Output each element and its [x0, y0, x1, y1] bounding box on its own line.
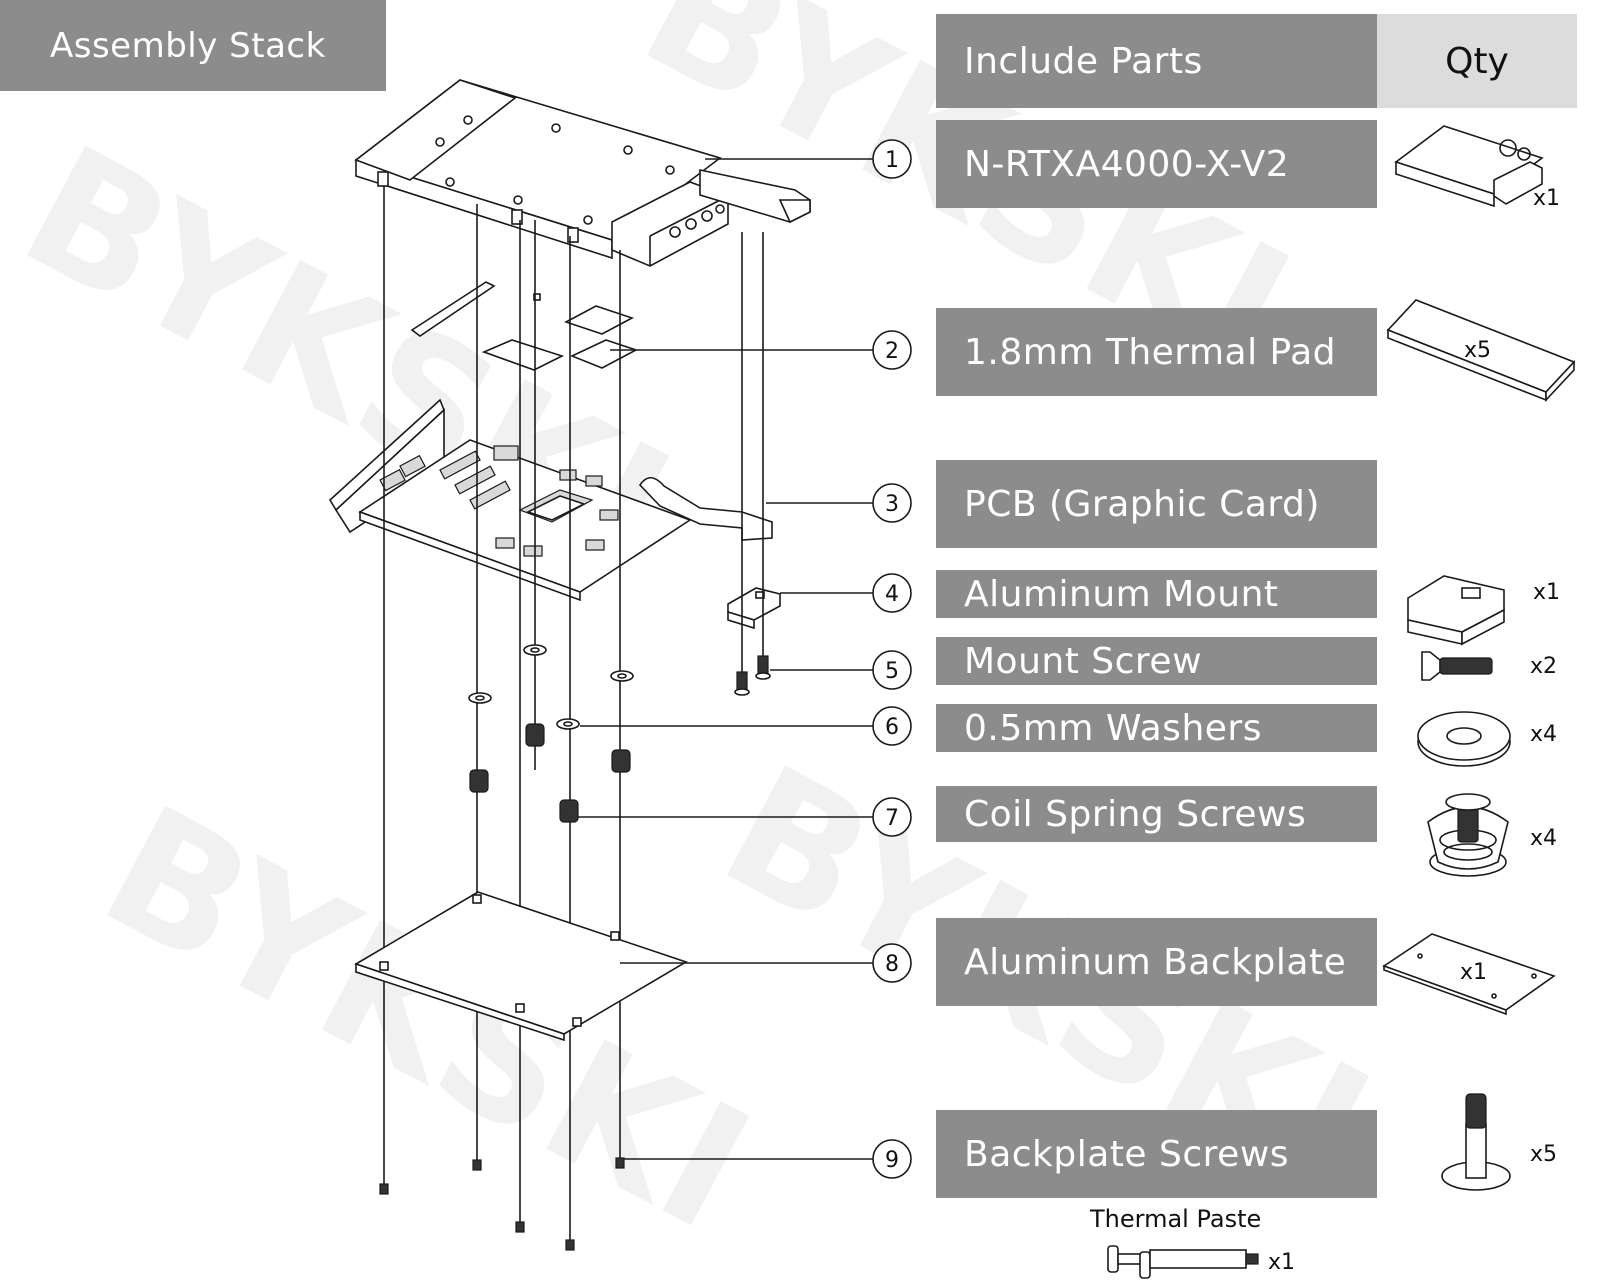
- callout-3: 3: [872, 483, 912, 523]
- qty-thermal-pad: x5: [1464, 338, 1492, 363]
- qty-header: Qty: [1377, 14, 1577, 108]
- thermal-paste-syringe-thumbnail: [1107, 1245, 1259, 1279]
- washers-drawing: [468, 644, 634, 730]
- callout-5: 5: [872, 650, 912, 690]
- callout-6: 6: [872, 706, 912, 746]
- qty-backplate-screws: x5: [1530, 1142, 1558, 1167]
- callout-number: 7: [885, 806, 899, 831]
- callout-number: 3: [885, 492, 899, 517]
- callout-9: 9: [872, 1139, 912, 1179]
- page-title: Assembly Stack: [0, 0, 386, 91]
- callout-4: 4: [872, 573, 912, 613]
- callout-number: 4: [885, 582, 899, 607]
- callout-8: 8: [872, 943, 912, 983]
- aluminum-mount-drawing: [727, 587, 781, 630]
- coil-spring-screws-drawing: [469, 723, 631, 823]
- callout-7: 7: [872, 797, 912, 837]
- leader-lines: [578, 158, 873, 1160]
- aluminum-mount-thumbnail: [1407, 575, 1505, 646]
- qty-thermal-paste: x1: [1268, 1250, 1296, 1275]
- mount-screws-drawing: [734, 232, 771, 696]
- backplate-screw-thumbnail: [1441, 1093, 1511, 1191]
- include-parts-header: Include Parts: [936, 14, 1377, 108]
- thermal-paste-label: Thermal Paste: [1090, 1205, 1262, 1233]
- part-name-pcb: PCB (Graphic Card): [936, 460, 1377, 548]
- part-name-aluminum-mount: Aluminum Mount: [936, 570, 1377, 618]
- callout-number: 6: [885, 715, 899, 740]
- qty-aluminum-mount: x1: [1533, 580, 1561, 605]
- qty-mount-screw: x2: [1530, 654, 1558, 679]
- washer-thumbnail: [1417, 711, 1511, 767]
- part-name-thermal-pad: 1.8mm Thermal Pad: [936, 308, 1377, 396]
- part-name-backplate-screws: Backplate Screws: [936, 1110, 1377, 1198]
- water-block-thumbnail: [1394, 125, 1544, 208]
- mount-screw-thumbnail: [1421, 651, 1493, 681]
- callout-2: 2: [872, 330, 912, 370]
- callout-1: 1: [872, 139, 912, 179]
- callout-number: 2: [885, 339, 899, 364]
- qty-aluminum-backplate: x1: [1460, 960, 1488, 985]
- pcb-drawing: [328, 398, 773, 602]
- part-name-coil-spring-screws: Coil Spring Screws: [936, 786, 1377, 842]
- qty-coil-spring-screws: x4: [1530, 826, 1558, 851]
- part-name-water-block: N-RTXA4000-X-V2: [936, 120, 1377, 208]
- water-block-drawing: [354, 79, 811, 267]
- part-name-washers: 0.5mm Washers: [936, 704, 1377, 752]
- part-name-aluminum-backplate: Aluminum Backplate: [936, 918, 1377, 1006]
- callout-number: 5: [885, 659, 899, 684]
- thermal-pad-thumbnail: [1386, 299, 1576, 403]
- coil-spring-screw-thumbnail: [1427, 793, 1509, 877]
- thermal-pads-drawing: [410, 281, 639, 371]
- backplate-screws-drawing: [379, 1157, 625, 1251]
- backplate-thumbnail: [1382, 933, 1556, 1016]
- qty-washers: x4: [1530, 722, 1558, 747]
- qty-water-block: x1: [1533, 186, 1561, 211]
- backplate-drawing: [354, 891, 688, 1042]
- part-name-mount-screw: Mount Screw: [936, 637, 1377, 685]
- callout-number: 8: [885, 952, 899, 977]
- callout-number: 9: [885, 1148, 899, 1173]
- callout-number: 1: [885, 148, 899, 173]
